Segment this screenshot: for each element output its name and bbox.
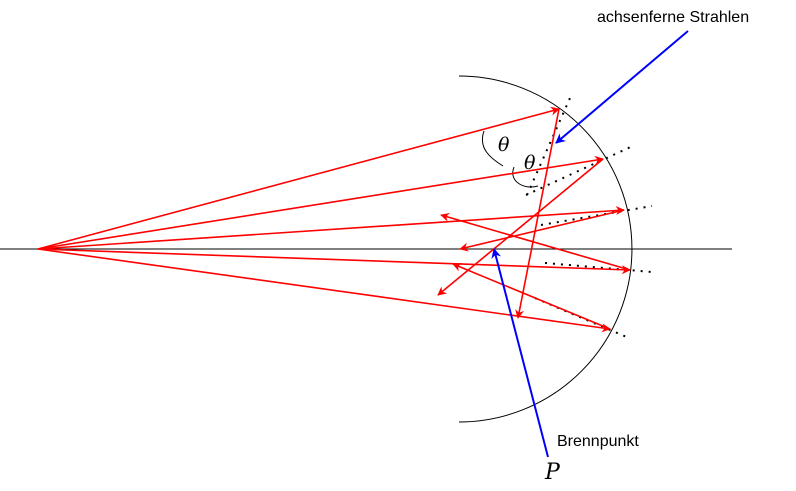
focal-point-pointer bbox=[491, 248, 549, 458]
incident-rays bbox=[37, 106, 631, 333]
reflected-ray bbox=[452, 262, 611, 330]
reflected-ray bbox=[515, 108, 560, 319]
normal-line bbox=[525, 144, 636, 196]
incident-ray bbox=[37, 106, 560, 250]
normal-line bbox=[526, 97, 571, 196]
incident-ray bbox=[37, 155, 604, 250]
reflected-rays bbox=[437, 108, 631, 330]
concave-mirror bbox=[458, 75, 633, 423]
normal-line bbox=[540, 205, 653, 226]
theta-label-incident: θ bbox=[498, 134, 510, 156]
focal-point-label: Brennpunkt bbox=[557, 433, 639, 450]
reflected-ray bbox=[437, 158, 604, 296]
incident-ray bbox=[37, 248, 611, 333]
reflected-ray bbox=[459, 209, 625, 252]
angle-arc-incident bbox=[482, 130, 504, 167]
incident-ray bbox=[37, 206, 625, 250]
normal-line bbox=[544, 262, 653, 273]
incident-ray bbox=[37, 248, 631, 275]
theta-label-reflected: θ bbox=[524, 152, 536, 174]
point-p-label: P bbox=[544, 460, 561, 485]
angle-arc-reflected bbox=[512, 166, 539, 188]
off-axis-rays-label: achsenferne Strahlen bbox=[597, 9, 749, 26]
off-axis-rays-pointer bbox=[555, 30, 689, 144]
reflected-ray bbox=[440, 212, 631, 271]
